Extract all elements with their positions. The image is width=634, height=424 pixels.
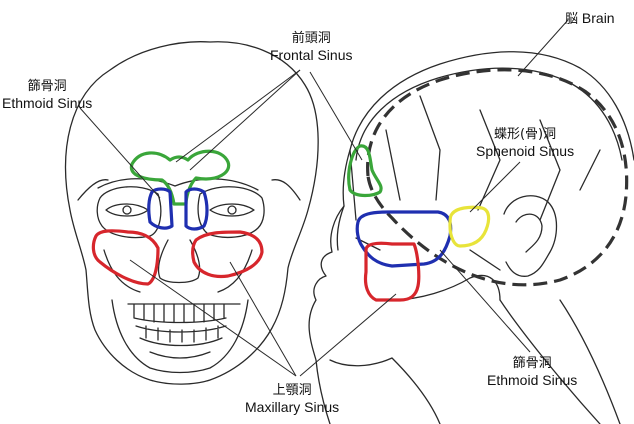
label-ethmoid-front-en: Ethmoid Sinus <box>2 95 92 111</box>
label-sphenoid-sinus: 蝶形(骨)洞 Sphenoid Sinus <box>476 127 574 159</box>
brain-outline <box>368 70 627 285</box>
ear-inner <box>516 214 542 252</box>
label-frontal-sinus: 前頭洞 Frontal Sinus <box>270 31 352 63</box>
temple-line-left <box>78 180 108 200</box>
skull-outline <box>66 42 319 384</box>
ethmoid-sinus-side <box>357 212 450 266</box>
maxillary-sinus-left <box>93 231 158 284</box>
leader-ethmoid-side <box>440 250 530 352</box>
sphenoid-sinus <box>450 207 489 246</box>
ear <box>504 196 557 277</box>
maxillary-sinus-side <box>365 243 418 300</box>
label-brain: 脳 Brain <box>565 10 615 28</box>
leader-maxillary-1 <box>130 260 296 376</box>
mandible <box>112 300 248 373</box>
brow-ridge <box>98 179 258 190</box>
label-brain-jp: 脳 <box>565 12 578 27</box>
pupil-right <box>228 206 236 214</box>
chin <box>150 352 210 358</box>
leader-frontal-1 <box>176 70 300 162</box>
label-sphenoid-en: Sphenoid Sinus <box>476 143 574 159</box>
label-ethmoid-side-jp: 篩骨洞 <box>487 356 577 372</box>
label-frontal-en: Frontal Sinus <box>270 47 352 63</box>
label-maxillary-sinus: 上顎洞 Maxillary Sinus <box>245 383 339 415</box>
maxillary-sinus-right <box>193 232 262 276</box>
leader-frontal-2 <box>190 70 300 170</box>
leader-sphenoid <box>470 162 520 212</box>
front-skull <box>66 42 319 384</box>
leader-brain <box>518 20 568 76</box>
pupil-left <box>123 206 131 214</box>
label-ethmoid-front-jp: 篩骨洞 <box>2 79 92 95</box>
temple-line-right <box>272 180 300 200</box>
upper-teeth <box>128 304 240 323</box>
label-ethmoid-sinus-front: 篩骨洞 Ethmoid Sinus <box>2 79 92 111</box>
label-maxillary-jp: 上顎洞 <box>245 383 339 399</box>
label-ethmoid-side-en: Ethmoid Sinus <box>487 372 577 388</box>
label-sphenoid-jp: 蝶形(骨)洞 <box>476 127 574 143</box>
label-maxillary-en: Maxillary Sinus <box>245 399 339 415</box>
forehead-to-nose <box>337 206 344 250</box>
label-brain-en: Brain <box>582 10 615 26</box>
label-frontal-jp: 前頭洞 <box>270 31 352 47</box>
label-ethmoid-sinus-side: 篩骨洞 Ethmoid Sinus <box>487 356 577 388</box>
leader-maxillary-3 <box>300 294 396 376</box>
lower-teeth <box>136 326 226 346</box>
chin-neck <box>330 358 440 424</box>
